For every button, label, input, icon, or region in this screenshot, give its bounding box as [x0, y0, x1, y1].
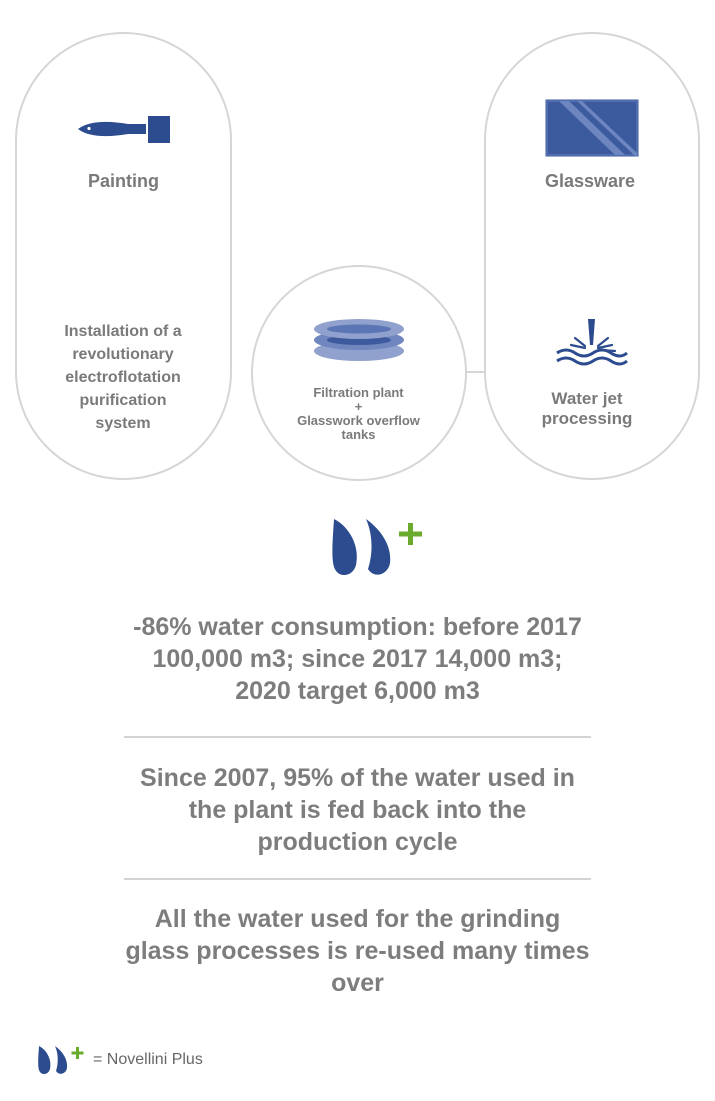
water-jet-label: Water jet processing [541, 389, 633, 428]
water-jet-icon [556, 319, 628, 366]
painting-card [15, 32, 232, 480]
paintbrush-icon [78, 116, 170, 143]
filtration-label: Filtration plant + Glasswork overflow ta… [297, 385, 420, 442]
filtration-card [251, 265, 467, 481]
novellini-plus-logo [332, 519, 422, 576]
glassware-title: Glassware [544, 171, 636, 191]
glass-pane-icon [545, 99, 639, 157]
novellini-plus-legend-icon [38, 1046, 84, 1075]
stat-water-recycled: Since 2007, 95% of the water used in the… [140, 764, 575, 856]
divider [124, 878, 591, 880]
divider [124, 736, 591, 738]
painting-title: Painting [88, 171, 159, 191]
connector-line [466, 371, 486, 373]
filtration-tanks-icon [314, 319, 404, 361]
stat-water-reused: All the water used for the grinding glas… [125, 905, 590, 997]
legend-label: = Novellini Plus [93, 1051, 203, 1068]
painting-description: Installation of a revolutionary electrof… [64, 323, 182, 432]
stat-water-consumption: -86% water consumption: before 2017 100,… [133, 613, 582, 705]
